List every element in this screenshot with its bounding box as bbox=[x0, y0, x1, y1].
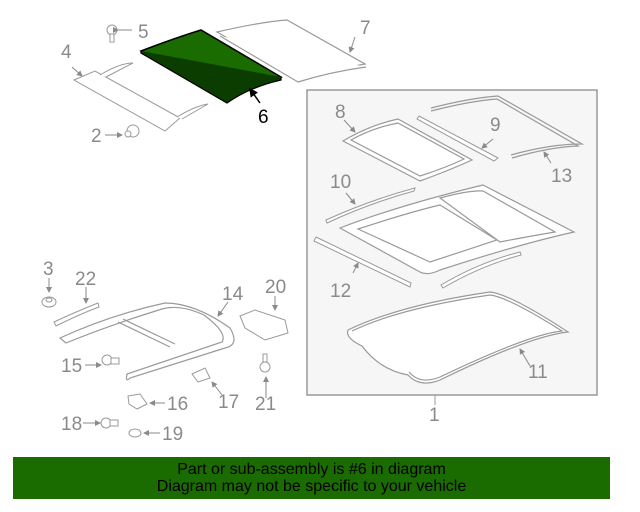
part-17-bracket[interactable] bbox=[191, 367, 211, 383]
part-lower-strip bbox=[440, 251, 522, 289]
callout-18[interactable]: 18 bbox=[61, 414, 82, 435]
callout-12[interactable]: 12 bbox=[330, 281, 351, 302]
part-6-highlighted-panel[interactable] bbox=[139, 29, 284, 104]
part-18-bolt[interactable] bbox=[100, 417, 119, 429]
callout-20[interactable]: 20 bbox=[265, 277, 286, 298]
banner-line-part: Part or sub-assembly is #6 in diagram bbox=[177, 461, 446, 478]
callout-11[interactable]: 11 bbox=[528, 362, 548, 383]
part-22-seal-strip[interactable] bbox=[53, 302, 100, 327]
part-11-trim-seal[interactable] bbox=[346, 291, 570, 384]
banner-line-disclaimer: Diagram may not be specific to your vehi… bbox=[156, 478, 467, 495]
part-8-deflector-frame[interactable] bbox=[341, 118, 474, 182]
part-2-clip[interactable] bbox=[124, 124, 140, 138]
part-12-seal-strip[interactable] bbox=[313, 236, 412, 288]
callout-17[interactable]: 17 bbox=[218, 392, 239, 413]
callout-13[interactable]: 13 bbox=[551, 166, 572, 187]
part-housing-frame[interactable] bbox=[338, 184, 576, 275]
part-21-bolt[interactable] bbox=[259, 353, 271, 373]
callout-7[interactable]: 7 bbox=[360, 18, 371, 39]
part-4-sunshade[interactable] bbox=[72, 62, 209, 132]
part-15-bolt[interactable] bbox=[101, 354, 120, 366]
callout-16[interactable]: 16 bbox=[167, 394, 188, 415]
callout-8[interactable]: 8 bbox=[335, 102, 346, 123]
callout-3[interactable]: 3 bbox=[43, 259, 54, 280]
part-3-grommet[interactable] bbox=[41, 296, 57, 308]
callout-5[interactable]: 5 bbox=[138, 22, 149, 43]
parts-diagram: 5 4 2 7 6 8 9 13 10 12 11 1 3 22 14 20 1… bbox=[41, 18, 598, 445]
callout-10[interactable]: 10 bbox=[330, 172, 351, 193]
callout-14[interactable]: 14 bbox=[222, 284, 244, 305]
callout-6-highlighted[interactable]: 6 bbox=[258, 107, 269, 128]
callout-1[interactable]: 1 bbox=[429, 405, 440, 426]
callout-9[interactable]: 9 bbox=[490, 115, 501, 136]
part-16-bracket[interactable] bbox=[127, 393, 148, 410]
part-9-seal-strip[interactable] bbox=[416, 115, 499, 162]
callout-22[interactable]: 22 bbox=[75, 269, 96, 290]
callout-15[interactable]: 15 bbox=[61, 356, 82, 377]
part-14-guide-frame[interactable] bbox=[58, 302, 235, 381]
part-13-weatherstrip[interactable] bbox=[430, 95, 585, 159]
part-5-screw[interactable] bbox=[106, 24, 118, 43]
part-10-seal-strip[interactable] bbox=[325, 187, 416, 224]
part-19-grommet[interactable] bbox=[128, 428, 142, 438]
info-banner: Part or sub-assembly is #6 in diagram Di… bbox=[13, 457, 610, 499]
part-7-roof-glass[interactable] bbox=[215, 19, 367, 83]
callout-19[interactable]: 19 bbox=[162, 424, 183, 445]
callout-21[interactable]: 21 bbox=[255, 394, 276, 415]
callout-4[interactable]: 4 bbox=[61, 42, 72, 63]
callout-2[interactable]: 2 bbox=[91, 126, 102, 147]
part-20-motor[interactable] bbox=[239, 309, 289, 341]
